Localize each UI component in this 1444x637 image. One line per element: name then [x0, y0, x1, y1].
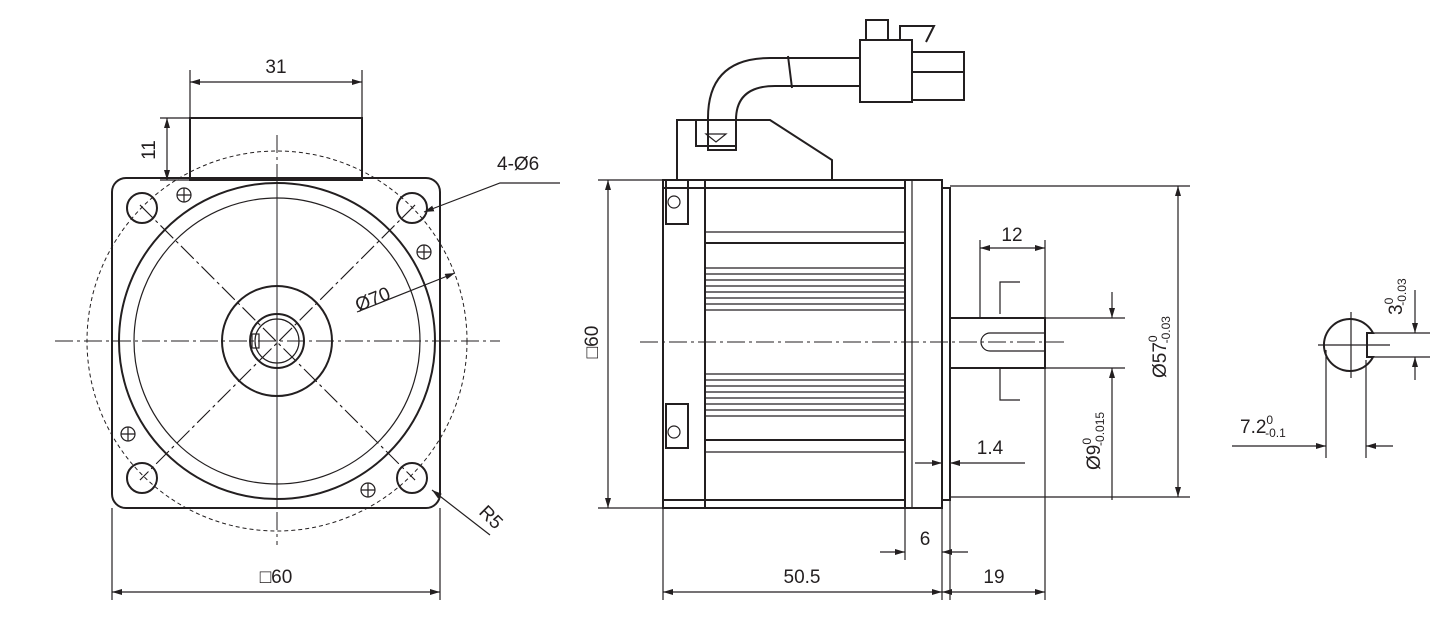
dim-31-label: 31: [265, 57, 286, 78]
flange-square: [111, 177, 441, 509]
screws: [120, 187, 432, 498]
cable-gland-housing: [676, 119, 833, 180]
diag-centerline: [139, 204, 416, 481]
flat-width-label: 30-0.03: [1382, 278, 1409, 315]
outer-ring: [118, 182, 436, 500]
connector: [859, 39, 913, 103]
holes-label: 4-Ø6: [497, 154, 539, 175]
dim-12-label: 12: [1001, 225, 1022, 246]
dim-6-label: 6: [920, 529, 931, 550]
pilot-dia-label: Ø570-0.03: [1146, 316, 1173, 378]
cable-clamp: [695, 119, 737, 147]
mounting-holes: [126, 192, 428, 494]
shaft-section: 30-0.03 7.20-0.1: [1232, 278, 1430, 458]
shaft-flat: [251, 333, 260, 349]
diag-centerline: [139, 204, 416, 481]
motor-body: [662, 179, 906, 509]
front-plate: [904, 179, 943, 509]
radius-leader: [431, 489, 491, 536]
front-view: 31 11 4-Ø6 Ø70 R5 □60: [55, 57, 560, 600]
pcd-leader: [356, 272, 456, 313]
pcd-label: Ø70: [352, 283, 393, 316]
shaft-dia-label: Ø90-0.015: [1080, 412, 1107, 470]
square-side-label: □60: [582, 326, 603, 359]
dim-1-4-label: 1.4: [977, 438, 1004, 459]
end-screw-bottom: [665, 403, 689, 449]
hub: [221, 285, 333, 397]
shaft: [949, 317, 1046, 369]
radius-label: R5: [474, 502, 506, 534]
dim-11-label: 11: [139, 140, 160, 160]
side-view: □60 12 1.4 6 50.5 19 Ø90-0.015 Ø570-0.03: [582, 19, 1190, 600]
dim-19-label: 19: [983, 567, 1004, 588]
cable-braid: [707, 57, 861, 151]
cooling-fins: [705, 267, 905, 417]
connector-block: [189, 117, 363, 181]
dim-50-5-label: 50.5: [784, 567, 821, 588]
pilot-flange: [941, 187, 951, 501]
holes-leader: [423, 182, 560, 213]
connector-plug: [865, 19, 965, 101]
shaft-chamfer: [254, 318, 300, 364]
flat-depth-label: 7.20-0.1: [1240, 413, 1286, 440]
shaft-end: [249, 313, 305, 369]
square-front-label: □60: [260, 567, 293, 588]
inner-ring: [133, 197, 421, 485]
end-screw-top: [665, 179, 689, 225]
section-marks: [999, 281, 1020, 401]
shaft-section-shape: [1323, 318, 1375, 372]
